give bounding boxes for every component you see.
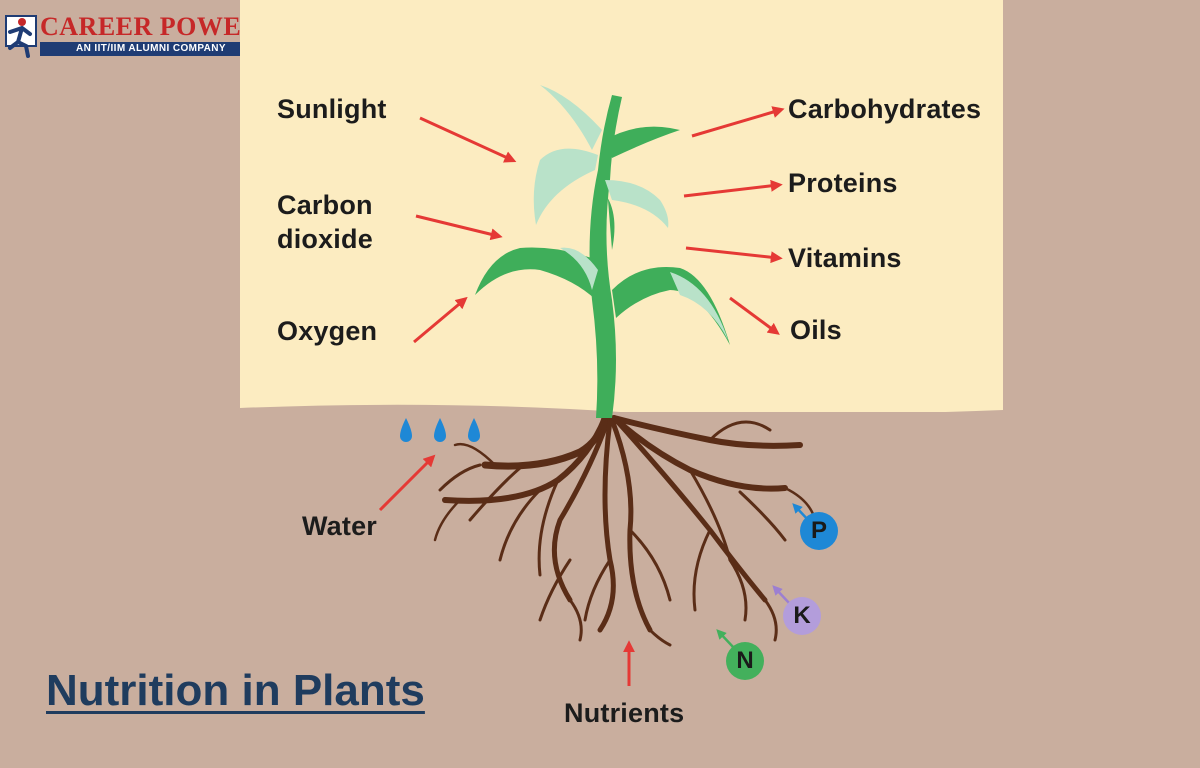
label-oils: Oils <box>790 315 842 345</box>
water-drop-icon <box>468 418 480 442</box>
label-nutrients: Nutrients <box>564 698 685 728</box>
water-drop-icon <box>400 418 412 442</box>
plant-nutrition-diagram: Sunlight Carbon dioxide Oxygen Water Nut… <box>240 0 1003 768</box>
oils-arrow <box>729 296 780 335</box>
leaves <box>475 85 730 345</box>
soil-area <box>240 404 1003 768</box>
k-uptake-arrow <box>772 585 791 605</box>
sky-area <box>240 0 1003 412</box>
label-proteins: Proteins <box>788 168 898 198</box>
n-uptake-arrow <box>716 629 735 649</box>
roots <box>433 414 817 647</box>
carbon-dioxide-arrow <box>415 214 503 241</box>
water-drops <box>400 418 480 442</box>
plant-stem <box>589 95 622 418</box>
label-vitamins: Vitamins <box>788 243 902 273</box>
sunlight-arrow <box>419 116 517 163</box>
proteins-arrow <box>683 179 783 198</box>
output-arrows <box>683 106 785 335</box>
diagram-artwork <box>240 0 1003 768</box>
label-carbon-line1: Carbon <box>277 190 373 220</box>
input-arrows <box>378 116 635 686</box>
potassium-badge: K <box>783 597 821 635</box>
logo-title: CAREER POWER <box>40 12 261 41</box>
label-sunlight: Sunlight <box>277 94 387 124</box>
label-oxygen: Oxygen <box>277 316 378 346</box>
water-drop-icon <box>434 418 446 442</box>
label-carbohydrates: Carbohydrates <box>788 94 982 124</box>
nitrogen-badge: N <box>726 642 764 680</box>
water-arrow <box>378 454 436 512</box>
phosphorus-badge: P <box>800 512 838 550</box>
vitamins-arrow <box>685 246 783 264</box>
career-power-logo: CAREER POWER TM AN IIT/IIM ALUMNI COMPAN… <box>0 12 266 64</box>
page-title: Nutrition in Plants <box>46 666 425 715</box>
runner-icon <box>5 15 37 58</box>
label-carbon-line2: dioxide <box>277 224 373 254</box>
carbohydrates-arrow <box>691 106 785 138</box>
logo-subtitle: AN IIT/IIM ALUMNI COMPANY <box>40 42 262 56</box>
label-water: Water <box>302 511 378 541</box>
oxygen-arrow <box>413 296 468 344</box>
